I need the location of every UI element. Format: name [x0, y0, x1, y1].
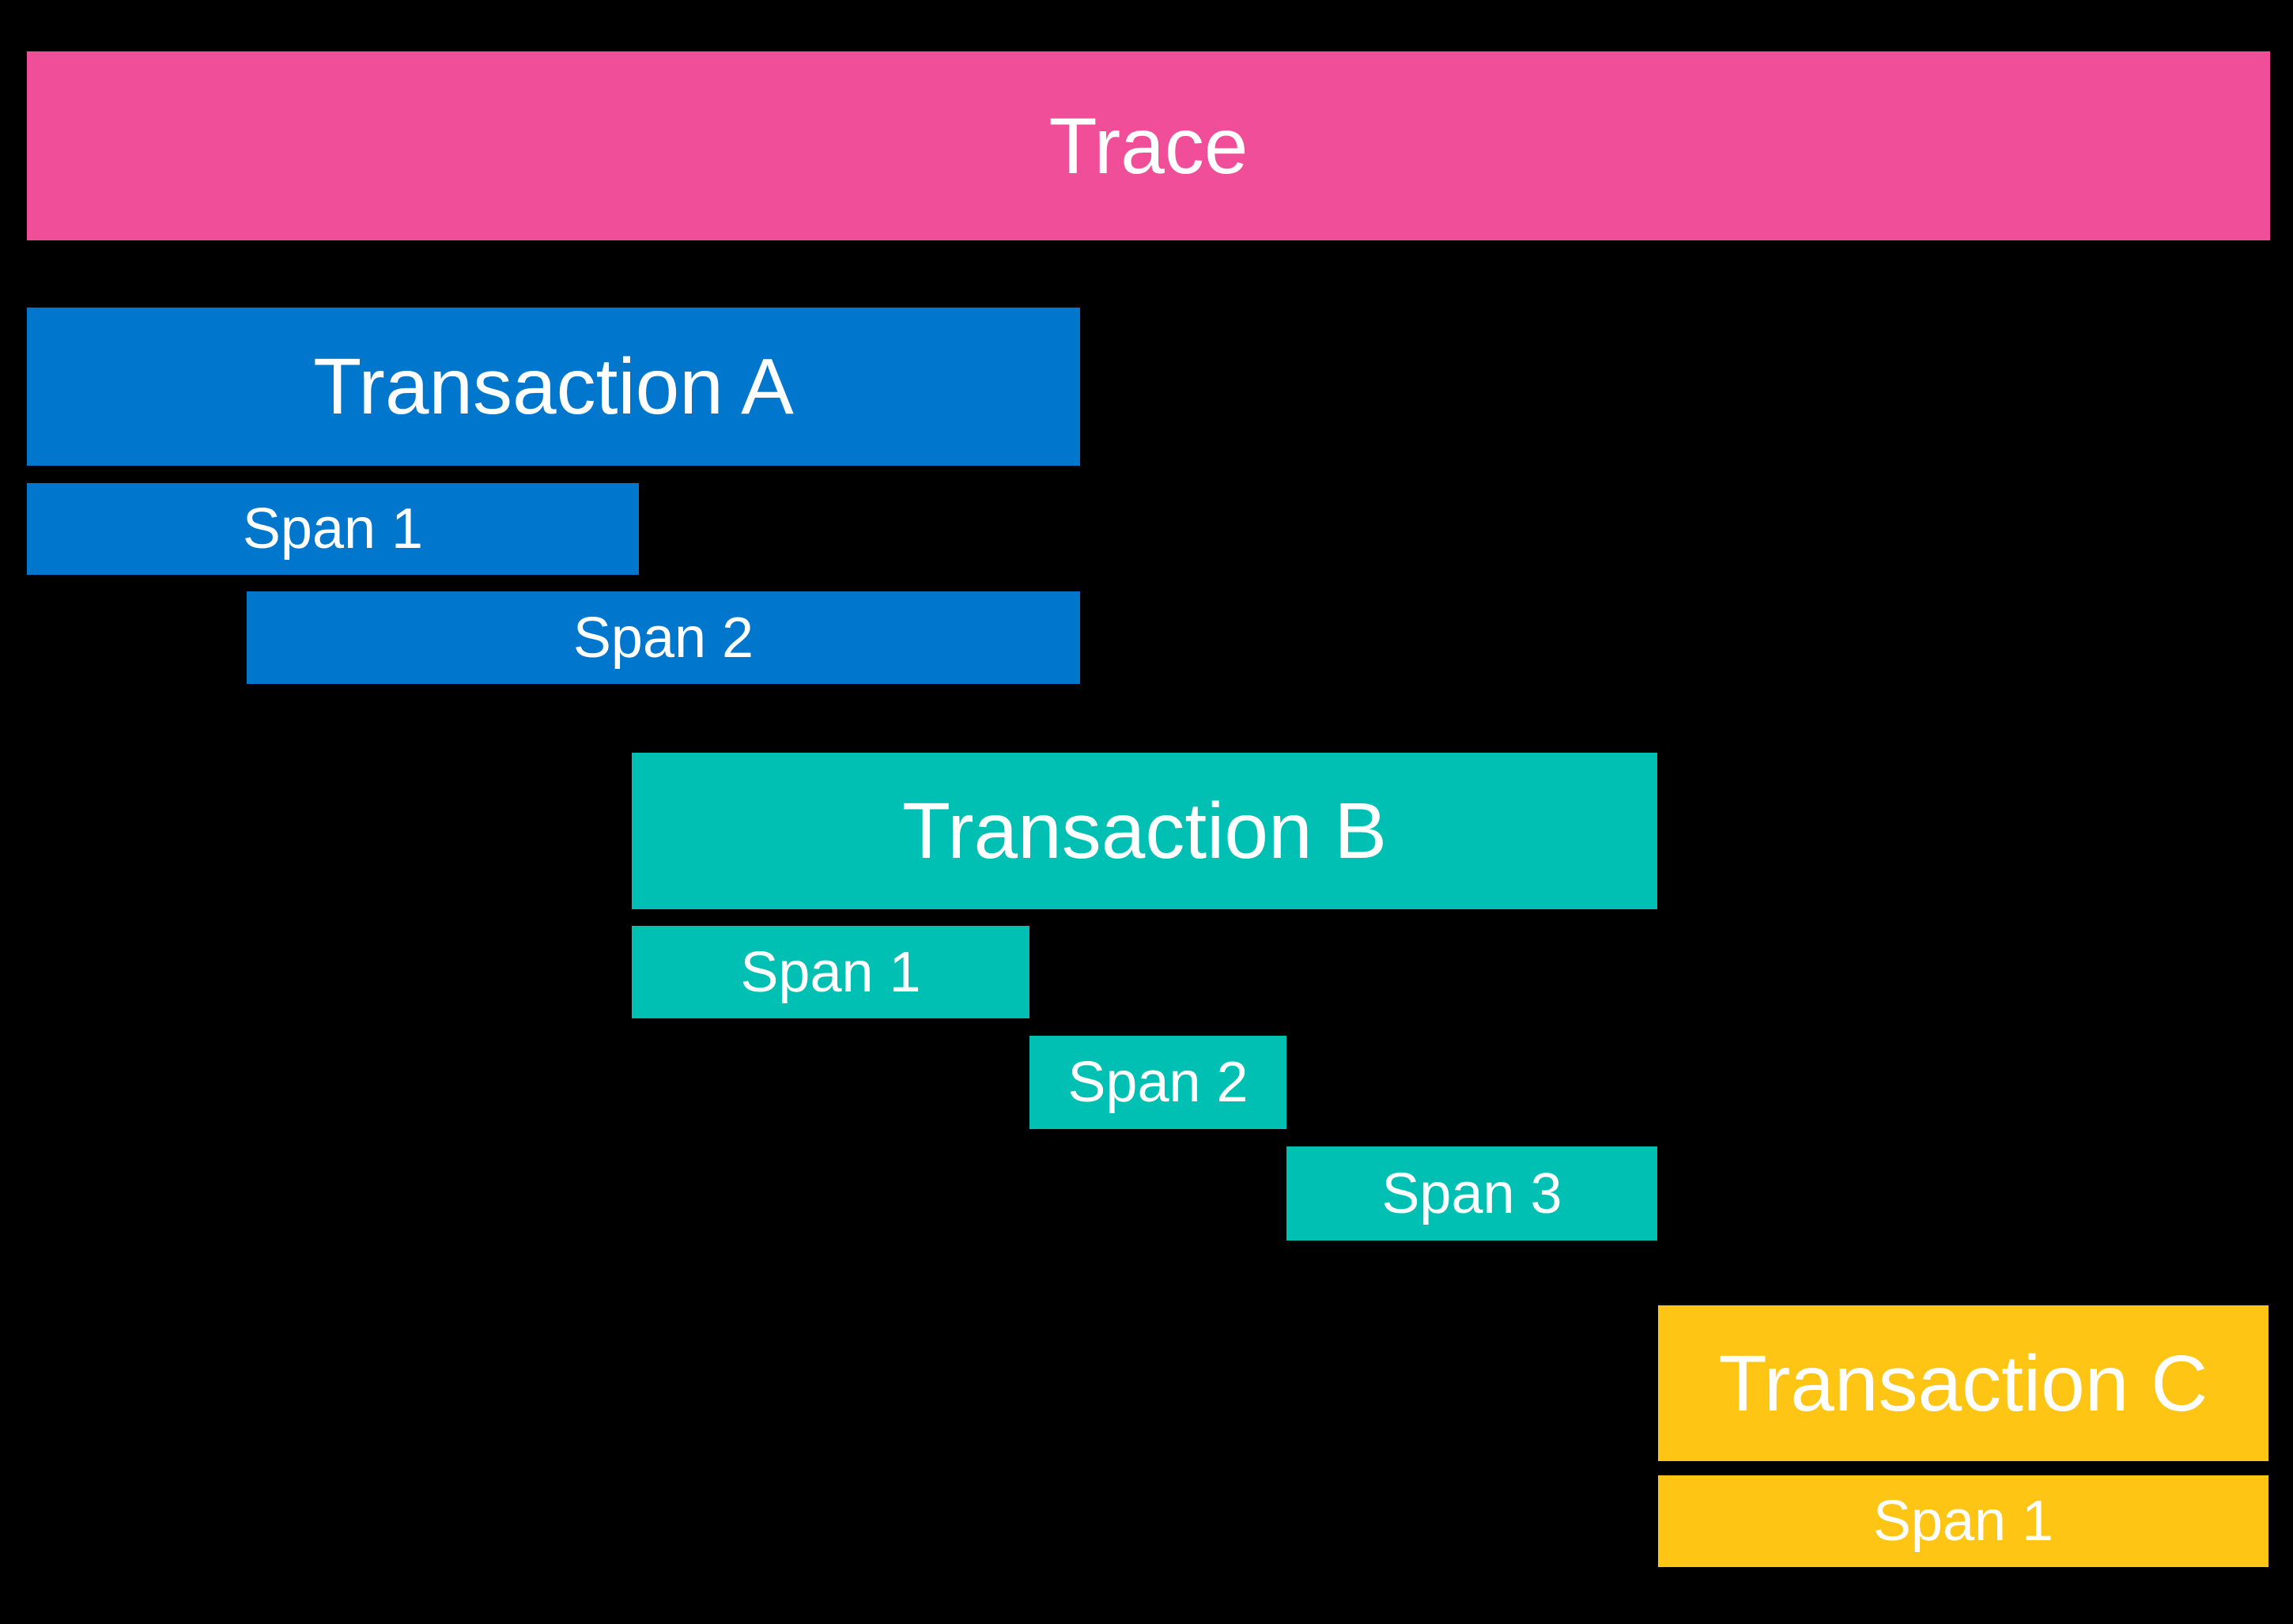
transaction-b-span-2-bar: Span 2 — [1029, 1036, 1286, 1129]
transaction-b-span-1-bar: Span 1 — [632, 926, 1029, 1018]
transaction-c-span-1-bar: Span 1 — [1658, 1475, 2268, 1567]
transaction-b-bar: Transaction B — [632, 753, 1657, 909]
transaction-a-bar: Transaction A — [27, 308, 1080, 466]
transaction-a-span-2-bar: Span 2 — [247, 591, 1080, 684]
transaction-a-span-1-bar: Span 1 — [27, 483, 639, 575]
trace-bar: Trace — [27, 51, 2270, 240]
transaction-b-span-3-bar: Span 3 — [1286, 1146, 1657, 1241]
transaction-c-bar: Transaction C — [1658, 1305, 2268, 1461]
